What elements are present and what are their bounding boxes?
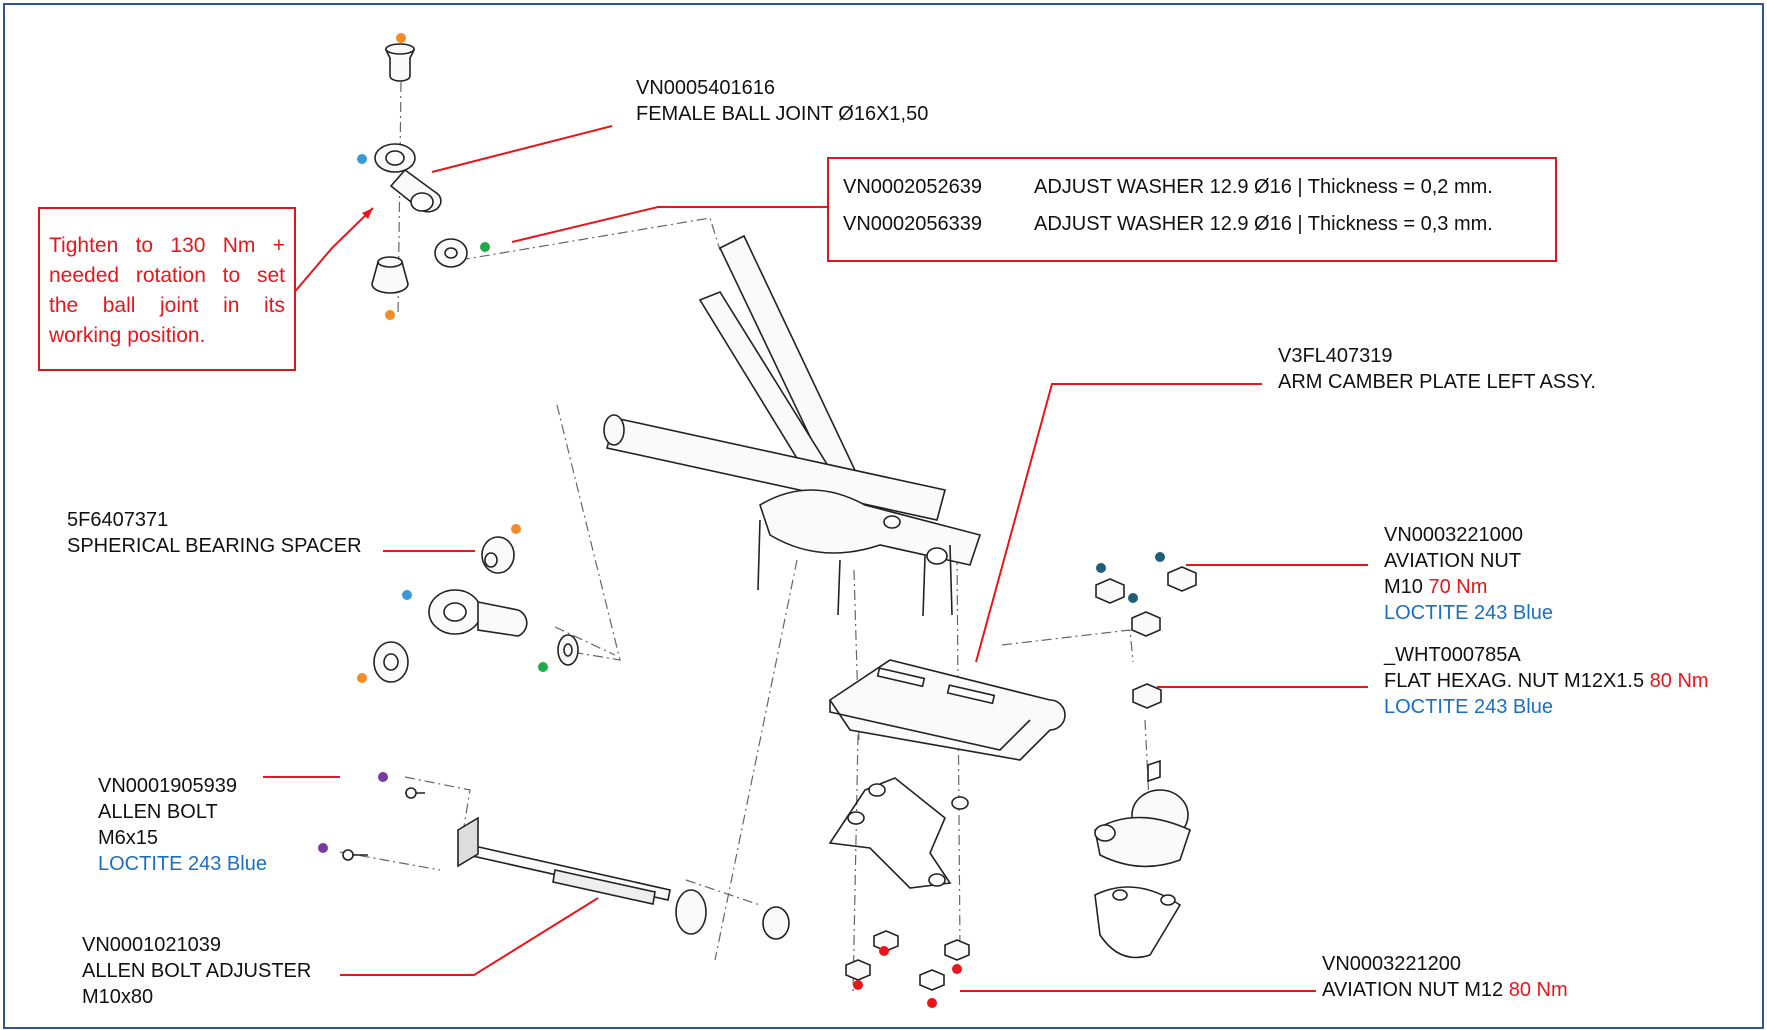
part-spec: AVIATION NUT M12 80 Nm: [1322, 977, 1568, 1003]
part-code: V3FL407319: [1278, 345, 1393, 367]
legend-dots: [318, 33, 1165, 1008]
part-camber-gasket: [828, 777, 952, 889]
dot-purple-2: [318, 843, 328, 853]
part-spec: FLAT HEXAG. NUT M12X1.5 80 Nm: [1384, 668, 1709, 694]
loctite-note: LOCTITE 243 Blue: [1384, 696, 1553, 718]
torque-value: 80 Nm: [1649, 670, 1709, 692]
washer-code: VN0002052639: [843, 176, 983, 198]
washer-desc: ADJUST WASHER 12.9 Ø16 | Thickness = 0,2…: [1034, 176, 1493, 198]
leader-note: [291, 207, 374, 296]
part-ball-joint-cup: [371, 261, 409, 294]
frame-border: [3, 3, 1764, 1029]
leader-camber-plate: [975, 383, 1262, 663]
dot-red-3: [853, 980, 863, 990]
dot-blue-1: [357, 154, 367, 164]
part-name: FLAT HEXAG. NUT M12X1.5: [1384, 670, 1645, 692]
dot-orange-1: [396, 33, 406, 43]
leader-lines: [263, 125, 1368, 992]
part-ball-stud: [1147, 759, 1161, 783]
washer-code: VN0002056339: [843, 213, 983, 235]
callout-ball-joint: VN0005401616 FEMALE BALL JOINT Ø16X1,50: [636, 75, 928, 127]
dot-purple-1: [378, 772, 388, 782]
part-name: ALLEN BOLT: [98, 801, 218, 823]
dot-red-1: [879, 946, 889, 956]
callout-aviation-nut-m12: VN0003221200 AVIATION NUT M12 80 Nm: [1322, 951, 1568, 1003]
part-adjuster-barrel: [675, 889, 707, 935]
part-aviation-nuts-m10: [1095, 566, 1197, 637]
dot-orange-4: [357, 673, 367, 683]
part-name: AVIATION NUT M12: [1322, 979, 1504, 1001]
part-flat-hex-nut: [1132, 683, 1162, 709]
torque-value: 80 Nm: [1508, 979, 1568, 1001]
dot-green-2: [538, 662, 548, 672]
part-code: VN0001905939: [98, 775, 238, 797]
parts: [342, 43, 1197, 991]
dot-orange-3: [511, 524, 521, 534]
part-code: VN0001021039: [82, 934, 222, 956]
torque-value: 70 Nm: [1428, 576, 1488, 598]
part-name: ALLEN BOLT ADJUSTER: [82, 960, 312, 982]
dot-teal-3: [1128, 593, 1138, 603]
part-size: M10x80: [82, 986, 154, 1008]
loctite-note: LOCTITE 243 Blue: [1384, 602, 1553, 624]
part-code: _WHT000785A: [1384, 644, 1521, 666]
dot-blue-2: [402, 590, 412, 600]
callout-camber-plate: V3FL407319 ARM CAMBER PLATE LEFT ASSY.: [1278, 343, 1596, 395]
dot-teal-1: [1096, 563, 1106, 573]
washer-table-box: VN0002052639 ADJUST WASHER 12.9 Ø16 | Th…: [827, 157, 1557, 262]
dot-red-2: [952, 964, 962, 974]
tighten-note-text: Tighten to 130 Nm + needed rotation to s…: [49, 234, 285, 347]
part-camber-plate: [828, 659, 1066, 761]
part-size: M10: [1384, 576, 1423, 598]
part-name: SPHERICAL BEARING SPACER: [67, 535, 362, 557]
leader-washer: [511, 206, 827, 243]
part-code: 5F6407371: [67, 509, 169, 531]
note-arrowhead: [362, 208, 373, 219]
part-name: ARM CAMBER PLATE LEFT ASSY.: [1278, 371, 1596, 393]
dot-teal-2: [1155, 552, 1165, 562]
leader-bolt-adjuster: [340, 897, 599, 976]
callout-allen-bolt: VN0001905939 ALLEN BOLT M6x15 LOCTITE 24…: [98, 773, 267, 877]
dot-red-4: [927, 998, 937, 1008]
loctite-note: LOCTITE 243 Blue: [98, 853, 267, 875]
part-code: VN0003221000: [1384, 524, 1524, 546]
part-ball-joint-cap: [384, 49, 416, 82]
part-spec: M10 70 Nm: [1384, 574, 1553, 600]
part-code: VN0005401616: [636, 77, 776, 99]
part-bolt-plate: [457, 816, 479, 868]
washer-desc: ADJUST WASHER 12.9 Ø16 | Thickness = 0,3…: [1034, 213, 1493, 235]
part-size: M6x15: [98, 827, 159, 849]
callout-hex-nut: _WHT000785A FLAT HEXAG. NUT M12X1.5 80 N…: [1384, 642, 1709, 720]
part-adjuster-end: [762, 906, 790, 940]
part-code: VN0003221200: [1322, 953, 1462, 975]
dot-green-1: [480, 242, 490, 252]
callout-bolt-adjuster: VN0001021039 ALLEN BOLT ADJUSTER M10x80: [82, 932, 311, 1010]
callout-bearing-spacer: 5F6407371 SPHERICAL BEARING SPACER: [67, 507, 362, 559]
tighten-note-box: Tighten to 130 Nm + needed rotation to s…: [38, 207, 296, 371]
part-name: AVIATION NUT: [1384, 550, 1522, 572]
dot-orange-2: [385, 310, 395, 320]
part-arm-bracket: [759, 489, 982, 566]
part-upright-lower: [1094, 816, 1191, 868]
callout-aviation-nut-m10: VN0003221000 AVIATION NUT M10 70 Nm LOCT…: [1384, 522, 1553, 626]
part-name: FEMALE BALL JOINT Ø16X1,50: [636, 103, 929, 125]
leader-ball-joint: [431, 125, 613, 173]
part-aviation-nuts-m12: [845, 930, 970, 991]
